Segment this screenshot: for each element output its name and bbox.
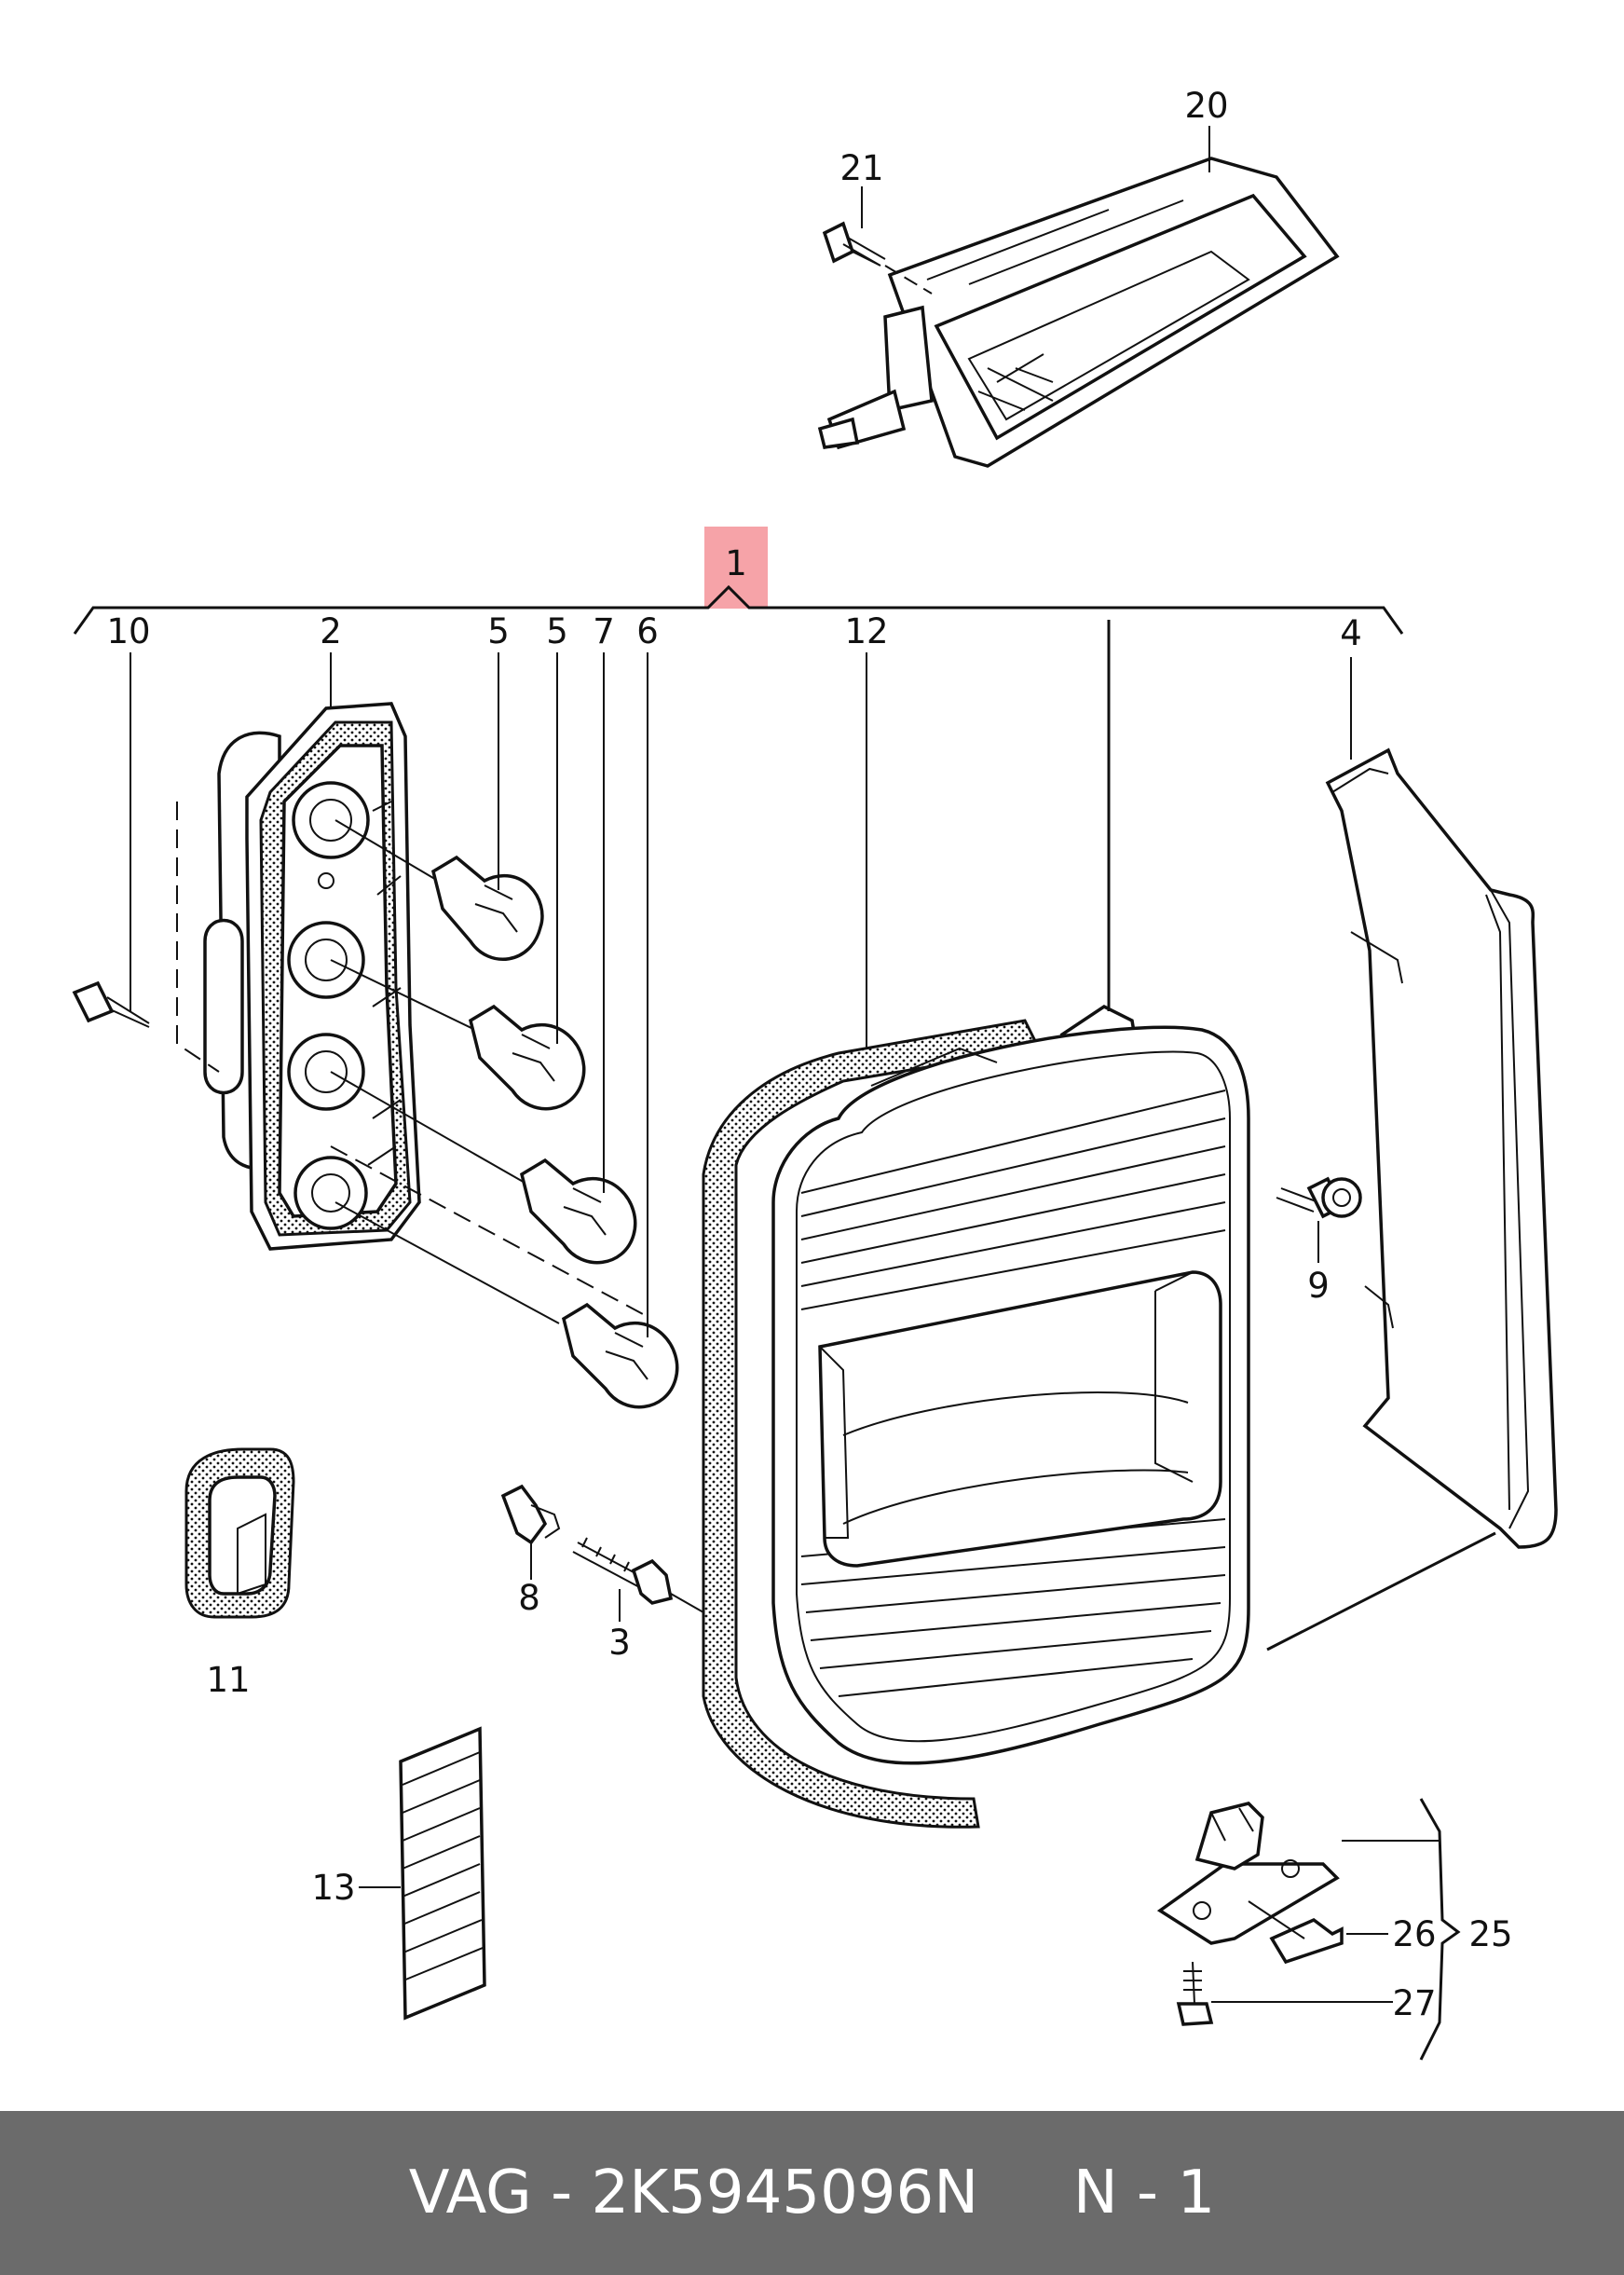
callout-25: 25 — [1468, 1914, 1512, 1954]
screw-9 — [1276, 1176, 1362, 1219]
bulb-holder — [203, 702, 421, 1251]
plate-light-25 — [1156, 1802, 1344, 2026]
screw-3 — [572, 1537, 704, 1613]
callout-4: 4 — [1340, 613, 1362, 653]
part-2-bracket — [176, 802, 220, 1073]
part-number-footer: VAG - 2K5945096N N - 1 — [0, 2111, 1624, 2275]
callout-27: 27 — [1392, 1983, 1436, 2023]
callout-9: 9 — [1307, 1266, 1330, 1306]
callout-12: 12 — [844, 611, 888, 651]
callout-20: 20 — [1184, 86, 1228, 126]
cover-4 — [1266, 747, 1558, 1651]
parts-diagram: 20 21 1 10 2 5 5 7 6 12 4 9 8 3 11 13 26… — [72, 86, 1558, 2061]
brake-light-assembly — [817, 157, 1340, 468]
callout-3: 3 — [608, 1623, 631, 1663]
callout-5a: 5 — [487, 611, 510, 651]
bulb-5b — [468, 1004, 586, 1111]
callout-10: 10 — [106, 611, 150, 651]
screw-21 — [822, 221, 933, 295]
callout-26: 26 — [1392, 1914, 1436, 1954]
bulb-7 — [519, 1158, 637, 1265]
bulb-5a — [430, 855, 544, 962]
callout-6: 6 — [636, 611, 659, 651]
part-1-bracket — [73, 584, 1404, 635]
bulbs — [330, 819, 679, 1409]
callout-21: 21 — [839, 148, 883, 188]
leader-lines — [130, 126, 1461, 2061]
grommet-11 — [184, 1447, 295, 1619]
tail-light-housing — [771, 620, 1250, 1765]
callout-2: 2 — [320, 611, 342, 651]
clip-8 — [500, 1484, 561, 1545]
callout-8: 8 — [518, 1578, 540, 1618]
part-number-text: VAG - 2K5945096N N - 1 — [408, 2159, 1216, 2227]
callout-5b: 5 — [546, 611, 568, 651]
callout-13: 13 — [311, 1868, 355, 1908]
bulb-6 — [561, 1302, 679, 1409]
seal-12 — [702, 1019, 1042, 1829]
callout-11: 11 — [206, 1660, 250, 1700]
reflector-13 — [399, 1726, 486, 2021]
callout-1: 1 — [725, 543, 747, 583]
screw-10 — [72, 980, 150, 1028]
callout-7: 7 — [593, 611, 615, 651]
callout-labels: 20 21 1 10 2 5 5 7 6 12 4 9 8 3 11 13 26… — [106, 86, 1512, 2023]
